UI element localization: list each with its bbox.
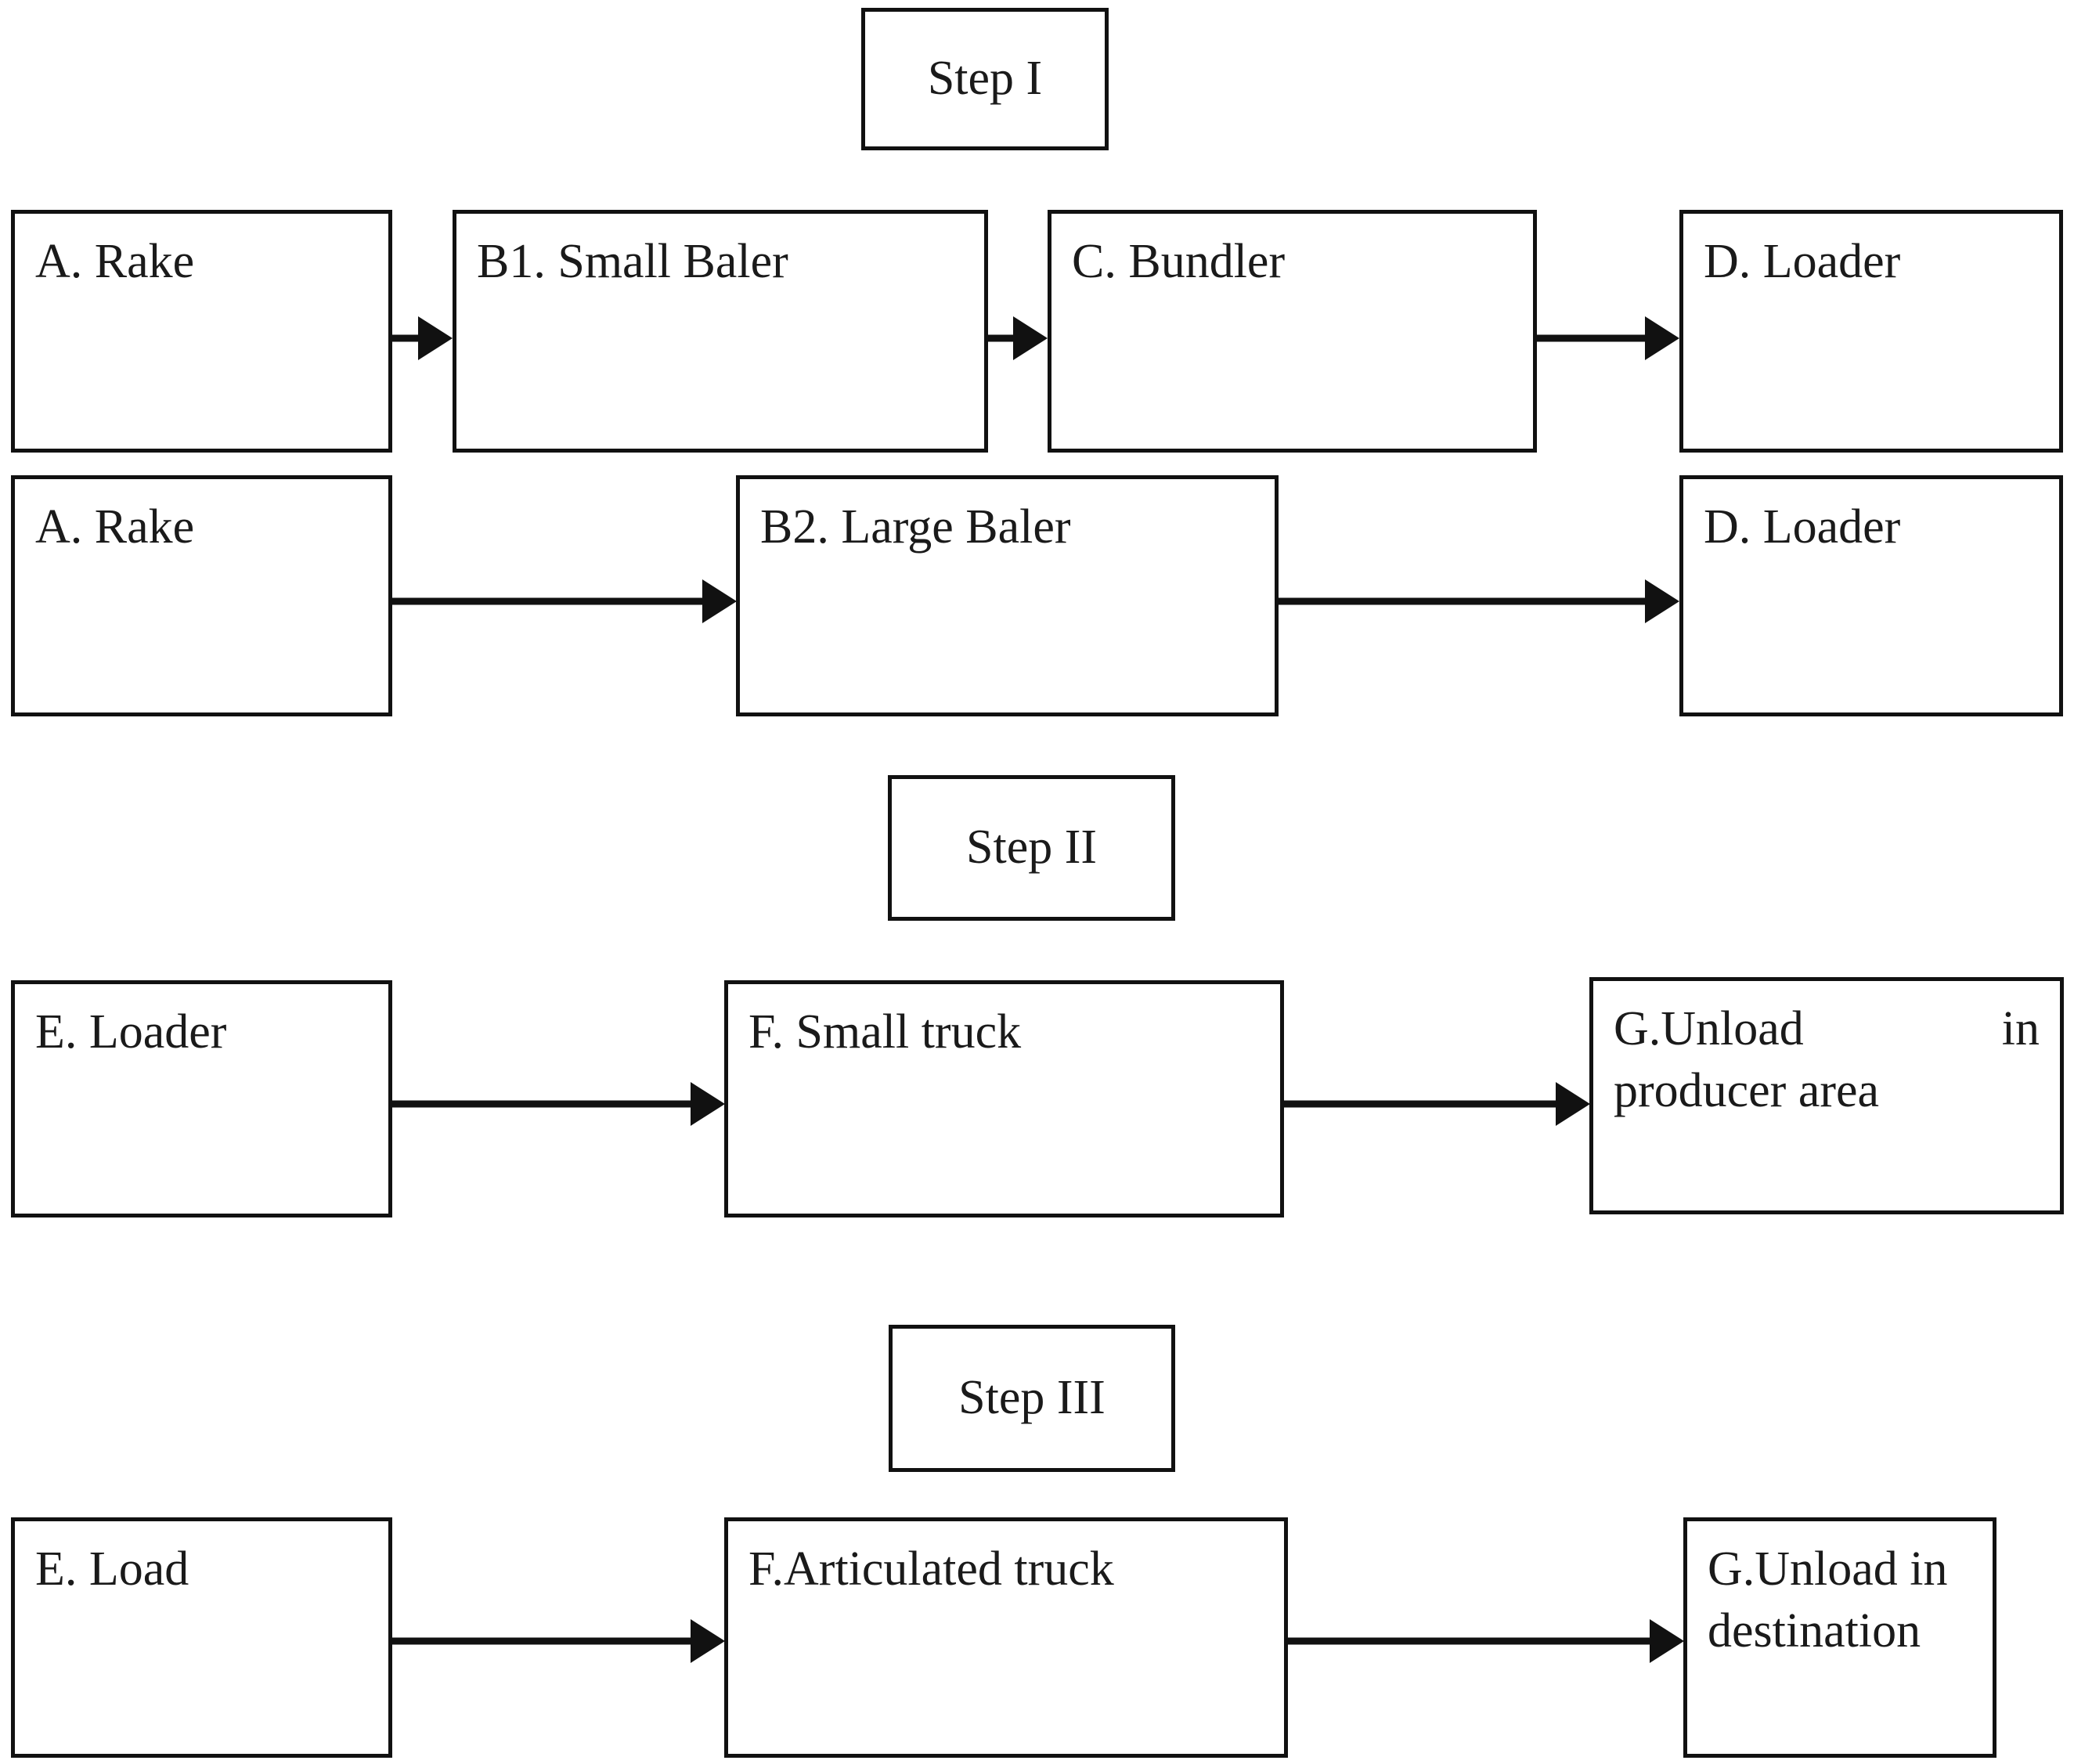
node-articulated-truck-label: F.Articulated truck [748, 1542, 1114, 1596]
step-3-label: Step III [958, 1371, 1106, 1425]
node-unload-destination-label-line1: G.Unload in [1708, 1542, 1948, 1596]
node-loader-step2-label: E. Loader [35, 1005, 227, 1059]
node-rake-row1-label: A. Rake [35, 235, 195, 288]
node-rake-row2-label: A. Rake [35, 500, 195, 554]
node-loader-row2[interactable]: D. Loader [1679, 475, 2063, 716]
node-loader-row1[interactable]: D. Loader [1679, 210, 2063, 453]
step-1-header-box: Step I [861, 8, 1109, 150]
node-articulated-truck[interactable]: F.Articulated truck [724, 1517, 1288, 1758]
node-small-baler-label: B1. Small Baler [477, 235, 788, 288]
step-3-header-box: Step III [889, 1325, 1175, 1472]
node-bundler-label: C. Bundler [1072, 235, 1286, 288]
node-loader-row2-label: D. Loader [1704, 500, 1901, 554]
node-rake-row2[interactable]: A. Rake [11, 475, 392, 716]
node-small-truck-label: F. Small truck [748, 1005, 1022, 1059]
node-load-step3[interactable]: E. Load [11, 1517, 392, 1758]
node-unload-producer-area[interactable]: G.Unload in producer area [1589, 977, 2064, 1214]
node-unload-destination-label-line2: destination [1708, 1604, 1921, 1658]
step-2-label: Step II [965, 821, 1098, 875]
node-rake-row1[interactable]: A. Rake [11, 210, 392, 453]
step-2-header-box: Step II [888, 775, 1175, 921]
step-1-label: Step I [927, 52, 1043, 106]
node-loader-step2[interactable]: E. Loader [11, 980, 392, 1217]
node-small-baler[interactable]: B1. Small Baler [453, 210, 988, 453]
node-large-baler[interactable]: B2. Large Baler [736, 475, 1279, 716]
node-unload-producer-area-label-line1: G.Unload in [1614, 1002, 2040, 1055]
node-loader-row1-label: D. Loader [1704, 235, 1901, 288]
node-bundler[interactable]: C. Bundler [1048, 210, 1537, 453]
node-small-truck[interactable]: F. Small truck [724, 980, 1284, 1217]
node-load-step3-label: E. Load [35, 1542, 189, 1596]
node-large-baler-label: B2. Large Baler [760, 500, 1071, 554]
node-unload-producer-area-label-line2: producer area [1614, 1064, 1880, 1118]
node-unload-destination[interactable]: G.Unload in destination [1683, 1517, 1996, 1758]
